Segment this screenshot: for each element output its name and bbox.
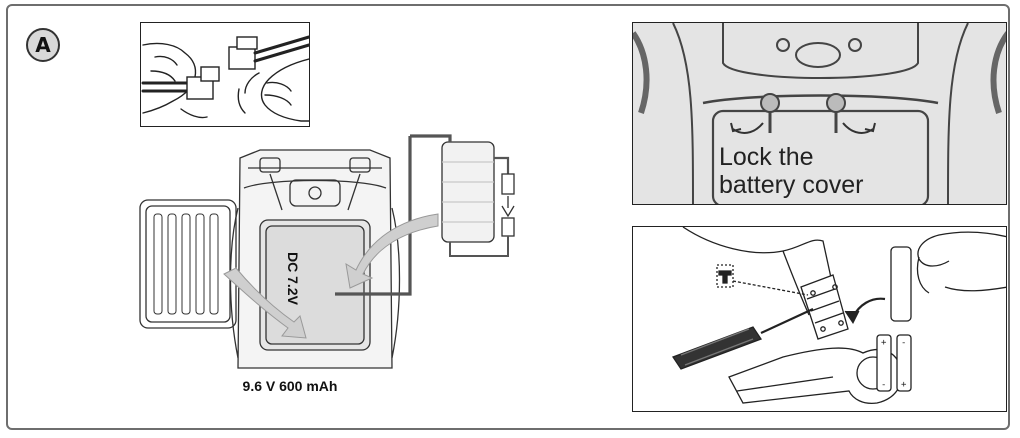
lock-instruction-text: Lock the battery cover: [719, 143, 864, 199]
insert-battery-arrow: [345, 213, 439, 289]
aa-left-bottom-polarity: -: [881, 380, 886, 390]
battery-cover-closeup-photo: [633, 23, 1006, 204]
aa-right-bottom-polarity: +: [901, 380, 907, 390]
aa-battery-install-panel: + - - +: [632, 226, 1007, 412]
battery-pack-caption: 9.6 V 600 mAh: [242, 378, 338, 394]
battery-install-panel: DC 7.2V: [120, 128, 540, 383]
aa-right-top-polarity: -: [901, 338, 906, 348]
lock-line-2: battery cover: [719, 171, 864, 199]
lock-line-1: Lock the: [719, 143, 814, 171]
aa-left-top-polarity: +: [881, 338, 887, 348]
lock-battery-cover-panel: Lock the battery cover: [632, 22, 1007, 205]
connector-closeup-panel: [140, 22, 310, 127]
hands-connecting-plug-illustration: [141, 35, 309, 122]
compartment-voltage-label: DC 7.2V: [285, 252, 301, 306]
attach-cover-arrow: [223, 267, 307, 339]
screwdriver-and-aa-illustration: + - - +: [672, 227, 1006, 405]
transmitter-back-illustration: DC 7.2V: [139, 134, 515, 369]
step-badge: A: [26, 28, 60, 62]
